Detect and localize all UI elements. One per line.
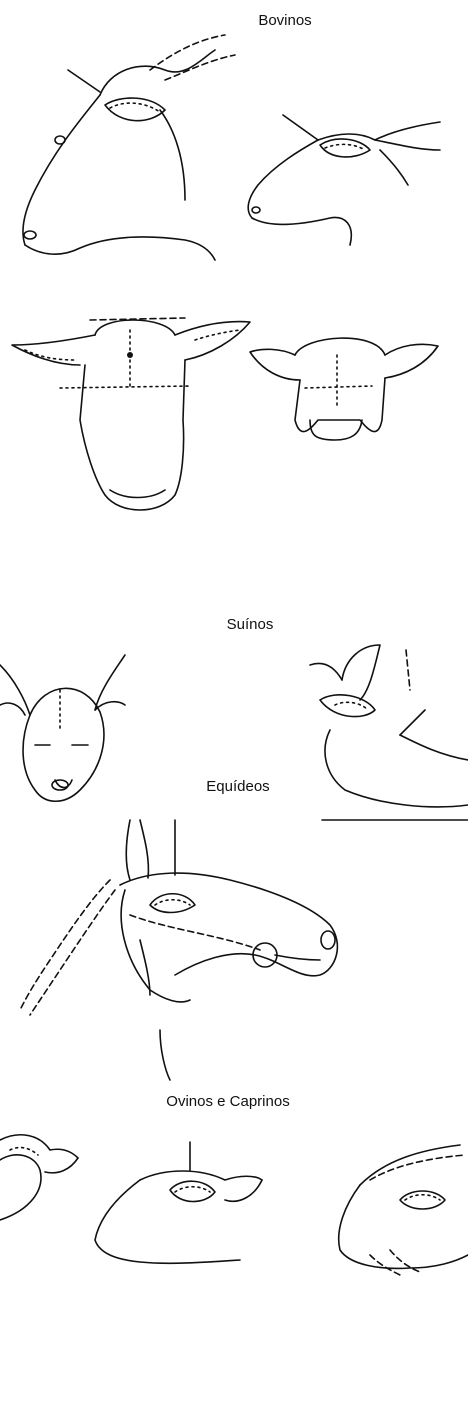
bovine-front-head-small: [250, 338, 438, 440]
stunning-point-arrow: [406, 650, 410, 690]
bovine-front-head-large: [12, 318, 250, 510]
swine-side-head: [310, 645, 468, 820]
stunning-point-arrow: [68, 70, 100, 92]
swine-front-head: [0, 655, 125, 801]
bovine-side-head-large: [23, 35, 235, 260]
equine-side-head: [20, 820, 337, 1080]
sheep-side-head: [95, 1142, 262, 1263]
sheep-front-head: [0, 1135, 78, 1220]
bovine-side-head-small: [248, 115, 440, 245]
stunning-point-arrow: [283, 115, 318, 140]
goat-side-head: [339, 1145, 468, 1275]
